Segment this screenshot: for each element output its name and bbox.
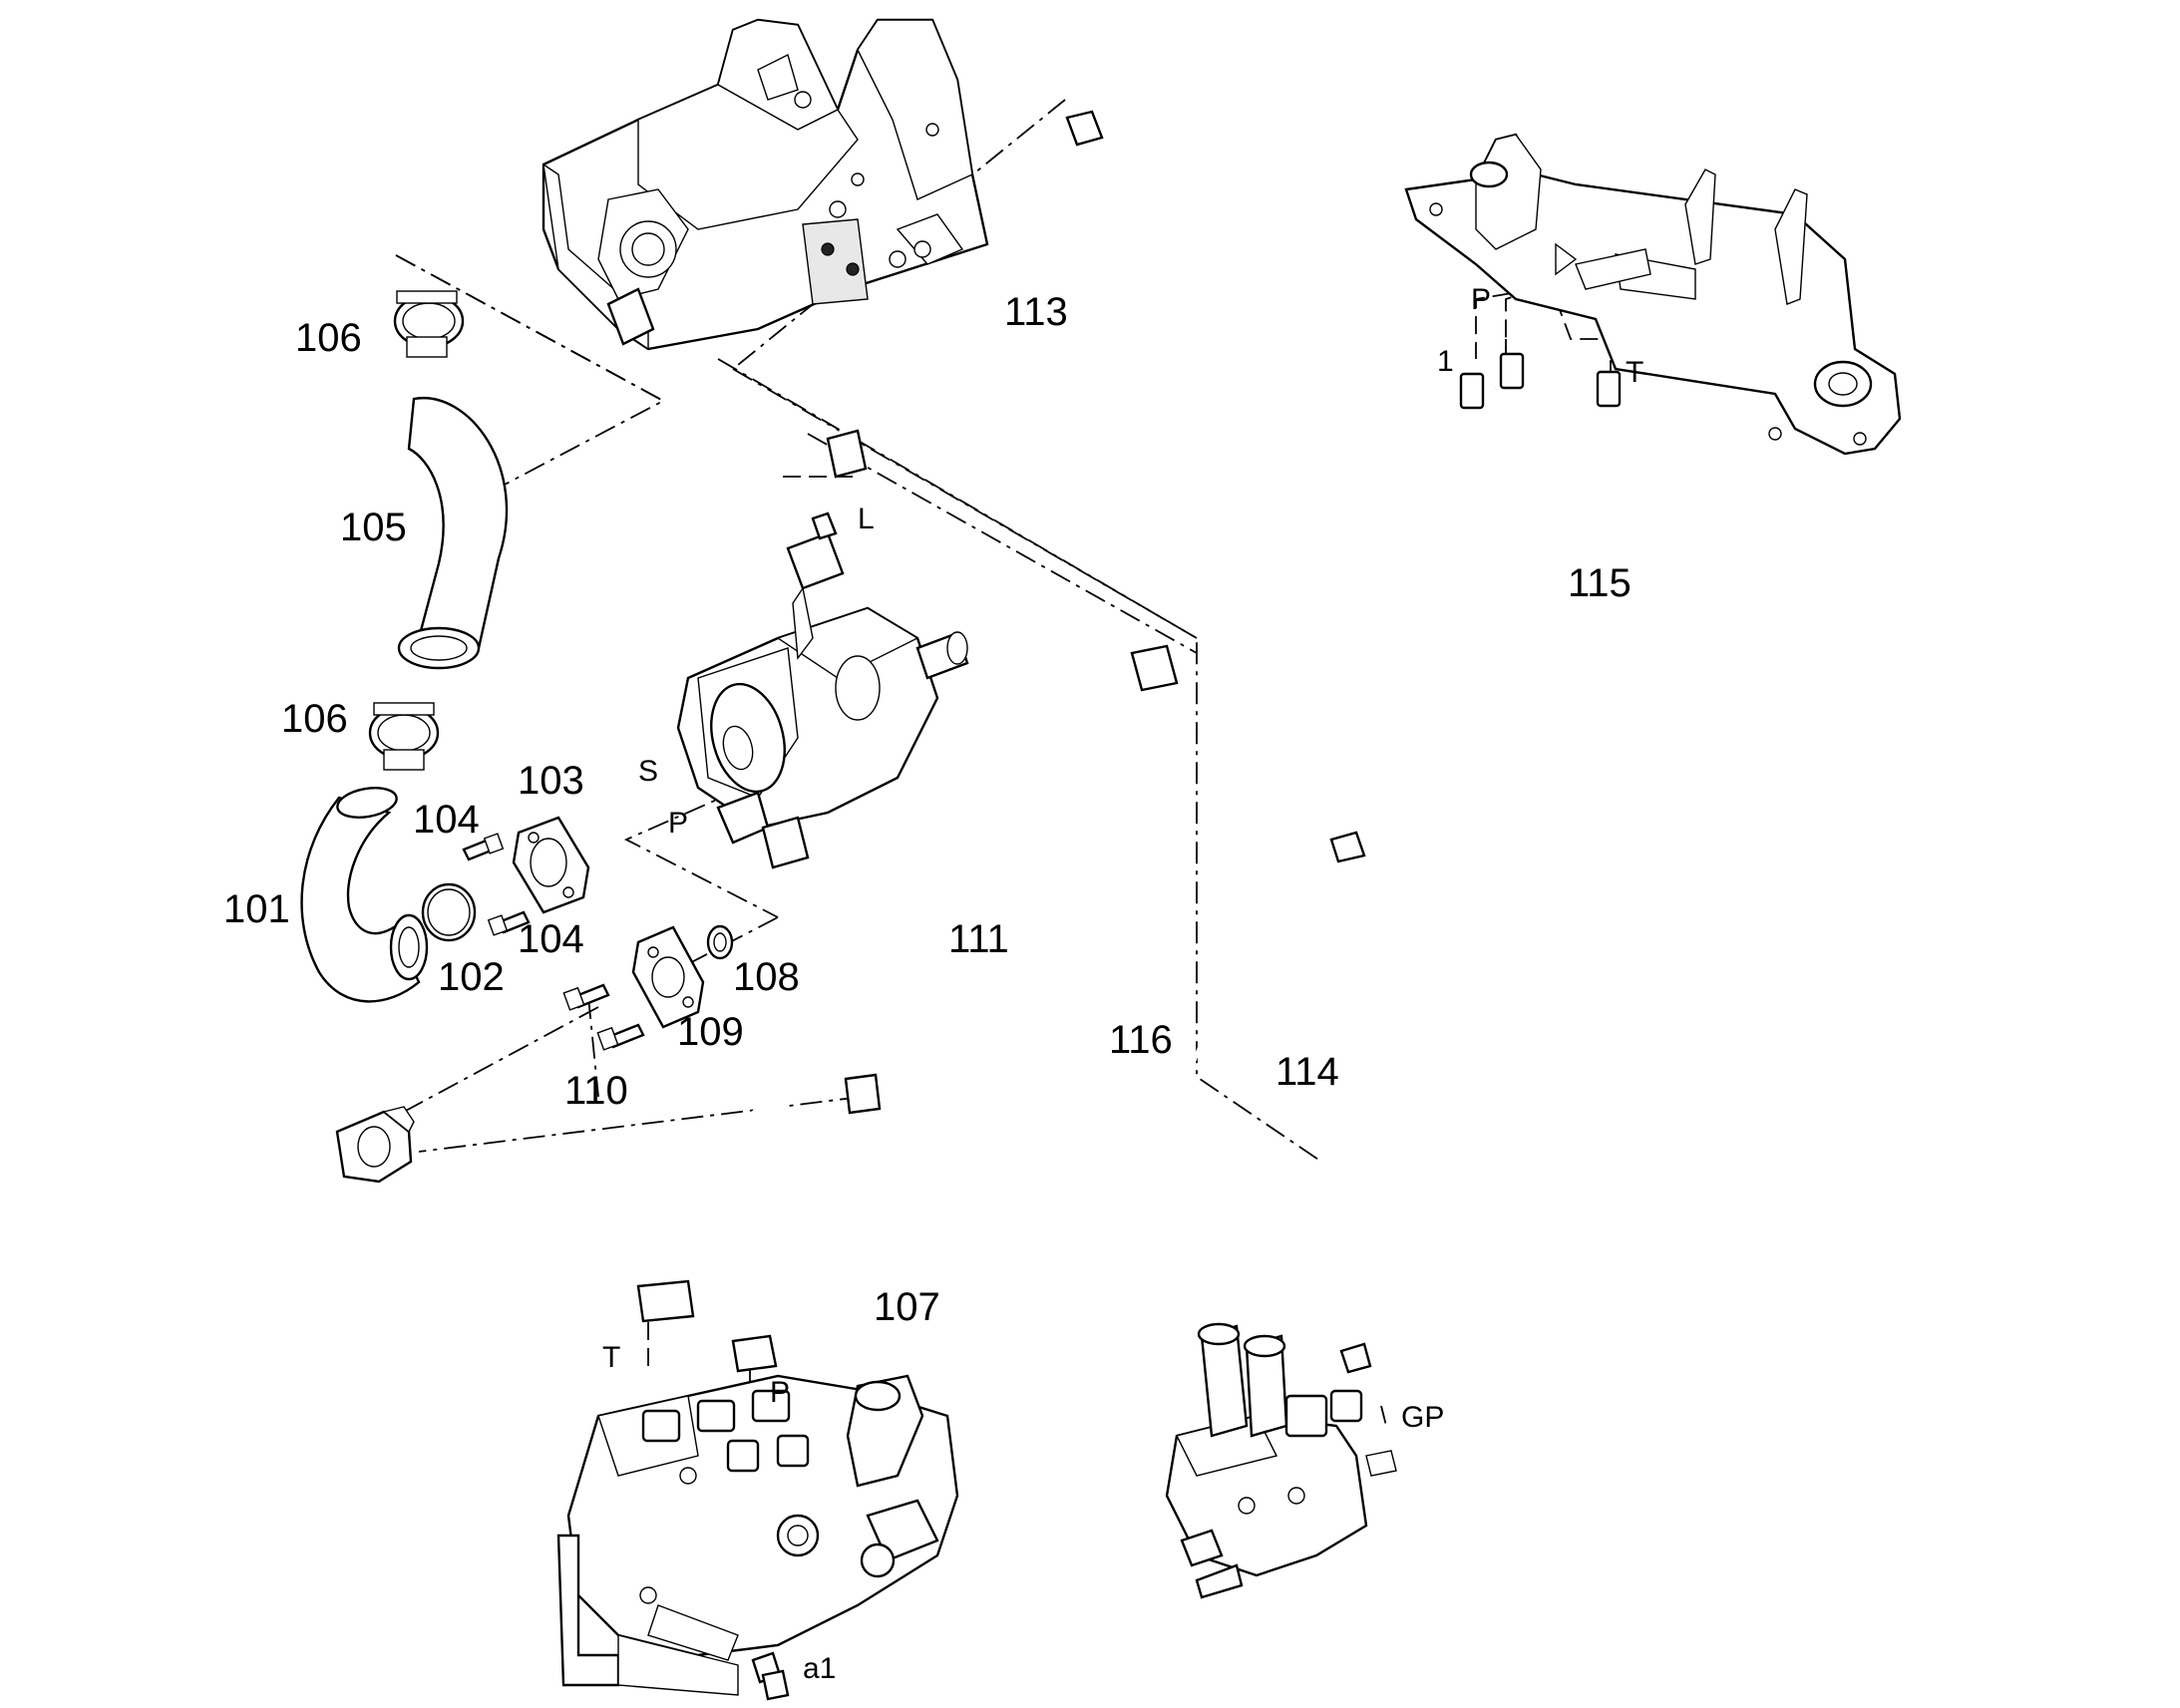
label-115: 115 bbox=[1568, 561, 1632, 605]
label-106-upper: 106 bbox=[295, 316, 362, 360]
flange-109 bbox=[631, 925, 705, 1029]
o-ring-102 bbox=[421, 882, 477, 942]
port-labels: L S P T P a1 GP P 1 T bbox=[602, 283, 1643, 1685]
label-114: 114 bbox=[1275, 1050, 1339, 1094]
label-106-lower: 106 bbox=[281, 697, 348, 741]
label-110: 110 bbox=[564, 1069, 628, 1113]
flange-103 bbox=[512, 816, 590, 914]
label-104-lower: 104 bbox=[518, 917, 584, 961]
rear-axle-assembly bbox=[1404, 133, 1902, 456]
suction-elbow-101 bbox=[300, 787, 429, 1003]
bolt-104-lower bbox=[487, 910, 531, 936]
upper-frame-tank bbox=[542, 18, 989, 351]
hose-clamp-106-lower bbox=[368, 702, 440, 771]
port-P-pump: P bbox=[668, 807, 688, 840]
hose-107 bbox=[731, 1073, 975, 1373]
port-T-axle: T bbox=[1626, 356, 1643, 389]
label-116: 116 bbox=[1109, 1018, 1173, 1062]
hose-clamp-106-upper bbox=[393, 290, 465, 358]
label-111: 111 bbox=[948, 917, 1009, 961]
brake-valve-block bbox=[1165, 1322, 1397, 1599]
label-108: 108 bbox=[733, 955, 800, 999]
port-P-valve: P bbox=[770, 1376, 790, 1409]
adapter-fitting bbox=[335, 1106, 415, 1184]
hose-111 bbox=[636, 644, 1179, 1323]
label-101: 101 bbox=[223, 887, 290, 931]
axle-fitting-P bbox=[1499, 352, 1525, 390]
port-P-axle: P bbox=[1471, 283, 1491, 316]
port-GP: GP bbox=[1401, 1401, 1444, 1434]
port-S: S bbox=[638, 755, 658, 788]
part-number-labels: 106 105 106 103 104 101 104 102 108 109 … bbox=[223, 290, 1632, 1329]
label-113: 113 bbox=[1004, 290, 1068, 334]
bolt-110-lower bbox=[596, 1023, 645, 1051]
hose-116 bbox=[761, 388, 1498, 1701]
label-102: 102 bbox=[438, 955, 505, 999]
label-107: 107 bbox=[874, 1285, 940, 1329]
port-1-axle: 1 bbox=[1437, 345, 1454, 378]
control-valve-block bbox=[556, 1374, 959, 1696]
label-105: 105 bbox=[340, 506, 407, 549]
axle-fitting-1 bbox=[1459, 372, 1485, 410]
hose-113 bbox=[826, 110, 1104, 479]
bolt-104-upper bbox=[462, 833, 505, 861]
hydraulic-pump bbox=[676, 512, 969, 869]
port-a1: a1 bbox=[803, 1652, 836, 1685]
hose-115 bbox=[1329, 388, 1613, 863]
port-T-valve: T bbox=[602, 1341, 620, 1374]
label-109: 109 bbox=[677, 1010, 744, 1054]
label-103: 103 bbox=[518, 759, 584, 803]
seal-ring-108 bbox=[706, 924, 734, 960]
hose-105 bbox=[397, 396, 509, 670]
bolt-110-upper bbox=[562, 983, 610, 1011]
axle-fitting-T bbox=[1596, 370, 1622, 408]
label-104-upper: 104 bbox=[413, 798, 480, 842]
port-L: L bbox=[858, 503, 875, 535]
hose-114 bbox=[1141, 378, 1518, 1688]
